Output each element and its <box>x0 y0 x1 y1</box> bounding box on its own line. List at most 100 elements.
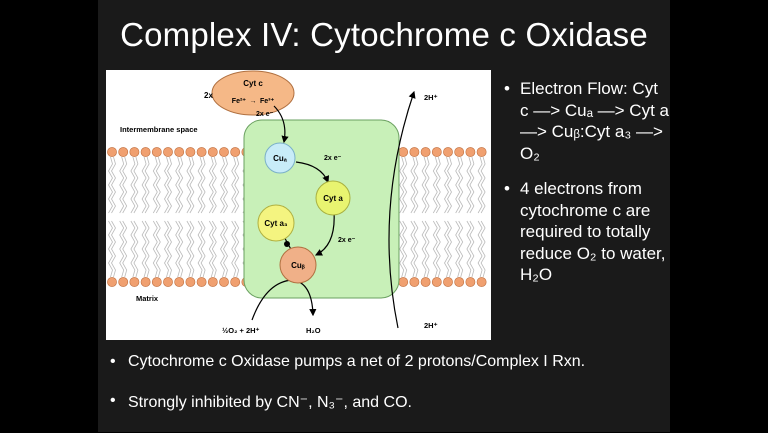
lipid-tail <box>480 156 486 214</box>
lipid-tail <box>477 156 483 214</box>
lipid-head <box>454 277 465 287</box>
lipid-tail <box>480 220 486 278</box>
matrix-label: Matrix <box>136 294 159 303</box>
proton-bottom-label: 2H⁺ <box>424 321 438 330</box>
lipid-head <box>129 147 140 157</box>
lipid-head <box>196 147 207 157</box>
lipid-tail <box>144 220 150 278</box>
lipid-tail <box>167 220 172 278</box>
lipid-tail <box>197 220 203 278</box>
lipid-tail <box>424 220 430 278</box>
bullet-text: Strongly inhibited by CN⁻, N₃⁻, and CO. <box>128 394 412 411</box>
lipid-tail <box>424 156 430 214</box>
lipid-head <box>118 147 129 157</box>
slide-title: Complex IV: Cytochrome c Oxidase <box>120 16 648 53</box>
lipid-tail <box>155 220 161 278</box>
lipid-tail <box>223 156 228 214</box>
cua-label: Cuₐ <box>273 154 287 163</box>
cyta3-center <box>257 204 295 242</box>
lipid-tail <box>432 156 438 214</box>
lipid-head <box>174 277 185 287</box>
lipid-tail <box>167 156 172 214</box>
lipid-head <box>140 277 151 287</box>
lipid-head <box>476 147 487 157</box>
lipid-tail <box>164 220 169 278</box>
two-e-label-a: 2x e⁻ <box>256 111 274 118</box>
lipid-tail <box>421 220 427 278</box>
lipid-tail <box>234 220 240 278</box>
lipid-tail <box>111 156 116 214</box>
lipid-tail <box>175 156 181 214</box>
lipid-tail <box>119 220 125 278</box>
lipid-head <box>118 277 129 287</box>
cub-center <box>279 246 317 284</box>
lipid-tail <box>141 156 147 214</box>
bullet-inhibitors: • Strongly inhibited by CN⁻, N₃⁻, and CO… <box>110 392 670 412</box>
lipid-tail <box>133 156 139 214</box>
arrow-cytc-to-cua <box>273 105 289 144</box>
lipid-tail <box>220 220 225 278</box>
lipid-head <box>420 277 431 287</box>
lipid-tail <box>234 156 240 214</box>
lipid-tail <box>122 220 128 278</box>
lipid-head <box>219 147 229 157</box>
lipid-head <box>129 277 140 287</box>
lipid-tail <box>466 156 472 214</box>
lipid-tail <box>231 156 237 214</box>
arrow-proton-up <box>388 90 416 329</box>
lipid-tail <box>130 220 136 278</box>
lipid-tail <box>178 220 184 278</box>
right-bullet-list: • Electron Flow: Cyt c —> Cuₐ —> Cyt a —… <box>500 78 670 300</box>
lipid-head <box>443 277 453 287</box>
bullet-proton-pump: • Cytochrome c Oxidase pumps a net of 2 … <box>110 353 670 371</box>
cyt-c-label: Cyt c <box>243 79 263 88</box>
lipid-head <box>219 277 229 287</box>
lipid-tail <box>200 220 206 278</box>
lipid-tail <box>130 156 136 214</box>
lipid-head <box>420 147 431 157</box>
lipid-tail <box>402 220 408 278</box>
lipid-head <box>163 147 173 157</box>
cyta3-label: Cyt a₃ <box>264 219 288 228</box>
lipid-tail <box>208 156 214 214</box>
lipid-head <box>196 277 207 287</box>
lipid-head <box>207 147 218 157</box>
lipid-tail <box>141 220 147 278</box>
two-e-label-b: 2x e⁻ <box>324 155 342 162</box>
lipid-tail <box>200 156 206 214</box>
fe3-label: Fe³⁺ <box>260 98 275 105</box>
lipid-tail <box>111 220 116 278</box>
fe2-label: Fe²⁺ <box>232 98 247 105</box>
lipid-head <box>151 147 162 157</box>
bullet-text: Electron Flow: Cyt c —> Cuₐ —> Cyt a —> … <box>520 79 669 163</box>
lipid-tail <box>119 156 125 214</box>
cua-center <box>264 142 296 174</box>
lipid-head <box>185 147 196 157</box>
lipid-head <box>431 147 442 157</box>
lipid-head <box>454 147 465 157</box>
lipid-head <box>163 277 173 287</box>
lipid-tail <box>455 220 461 278</box>
lipid-tail <box>399 156 405 214</box>
lipid-tail <box>122 156 128 214</box>
diagram-svg: Cyt c Fe²⁺ → Fe³⁺ 2x 2x e⁻ Intermembrane… <box>107 70 487 335</box>
lipid-head <box>185 277 196 287</box>
lipid-tail <box>223 220 228 278</box>
lipid-tail <box>211 156 217 214</box>
lipid-tail <box>220 156 225 214</box>
lipid-head <box>230 147 241 157</box>
lipid-tail <box>152 220 158 278</box>
fe-arrow: → <box>250 98 257 105</box>
lipid-tail <box>410 156 416 214</box>
lipid-tail <box>458 156 464 214</box>
lipid-head <box>398 147 409 157</box>
lipid-tail <box>469 220 475 278</box>
lipid-tail <box>108 156 113 214</box>
lipid-head <box>409 277 420 287</box>
lipid-tail <box>469 156 475 214</box>
bullet-electron-flow: • Electron Flow: Cyt c —> Cuₐ —> Cyt a —… <box>500 78 670 164</box>
bullet-dot: • <box>504 179 510 198</box>
cyt-c-protein <box>211 70 295 116</box>
bullet-dot: • <box>504 79 510 98</box>
lipid-tail <box>444 156 449 214</box>
